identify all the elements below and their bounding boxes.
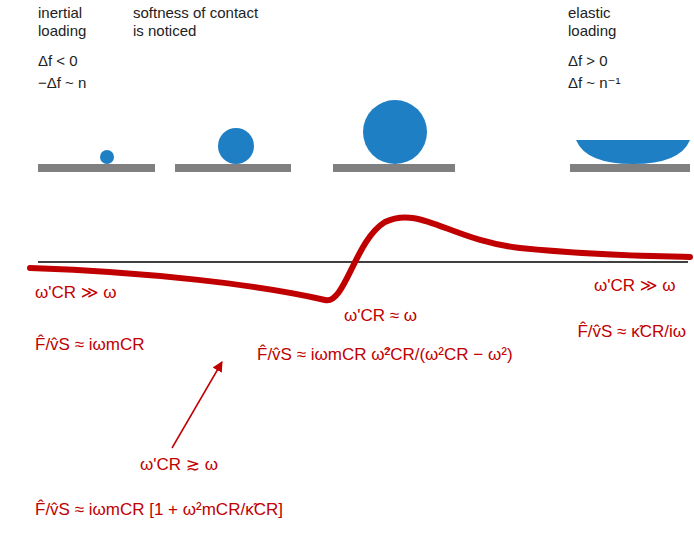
loading-label: Δf < 0 <box>38 52 78 70</box>
medium-particle <box>218 128 254 164</box>
formula-label: ω'CR ≈ ω <box>342 306 419 326</box>
loading-label: inertial loading <box>38 4 118 40</box>
loading-label: Δf ~ n⁻¹ <box>568 74 621 92</box>
formula-label: F̂/v̂S ≈ iωmCR [1 + ω²mCR/κ̃CR] <box>33 500 285 520</box>
formula-label: ω'CR ≫ ω <box>592 276 678 296</box>
formula-label: F̂/v̂S ≈ iωmCR <box>33 335 147 355</box>
elastic-layer <box>576 140 690 164</box>
large-particle <box>363 100 427 164</box>
formula-label: ω'CR ≫ ω <box>33 283 119 303</box>
response-curve <box>30 217 690 300</box>
formula-label: F̂/v̂S ≈ κ̃CR/iω <box>575 322 688 342</box>
substrate-bar <box>38 164 155 172</box>
loading-label: Δf > 0 <box>568 52 608 70</box>
substrate-bar <box>570 164 690 172</box>
loading-label: elastic loading <box>568 4 648 40</box>
formula-label: ω'CR ≳ ω <box>138 455 220 475</box>
formula-label: F̂/v̂S ≈ iωmCR ω̃²CR/(ω²CR − ω²) <box>255 345 515 365</box>
substrate-bar <box>333 164 455 172</box>
leader-arrow <box>172 362 222 448</box>
loading-label: softness of contact is noticed <box>133 4 268 40</box>
loading-label: −Δf ~ n <box>38 74 86 92</box>
substrate-bar <box>175 164 291 172</box>
small-particle <box>100 150 114 164</box>
baseline <box>38 261 688 263</box>
